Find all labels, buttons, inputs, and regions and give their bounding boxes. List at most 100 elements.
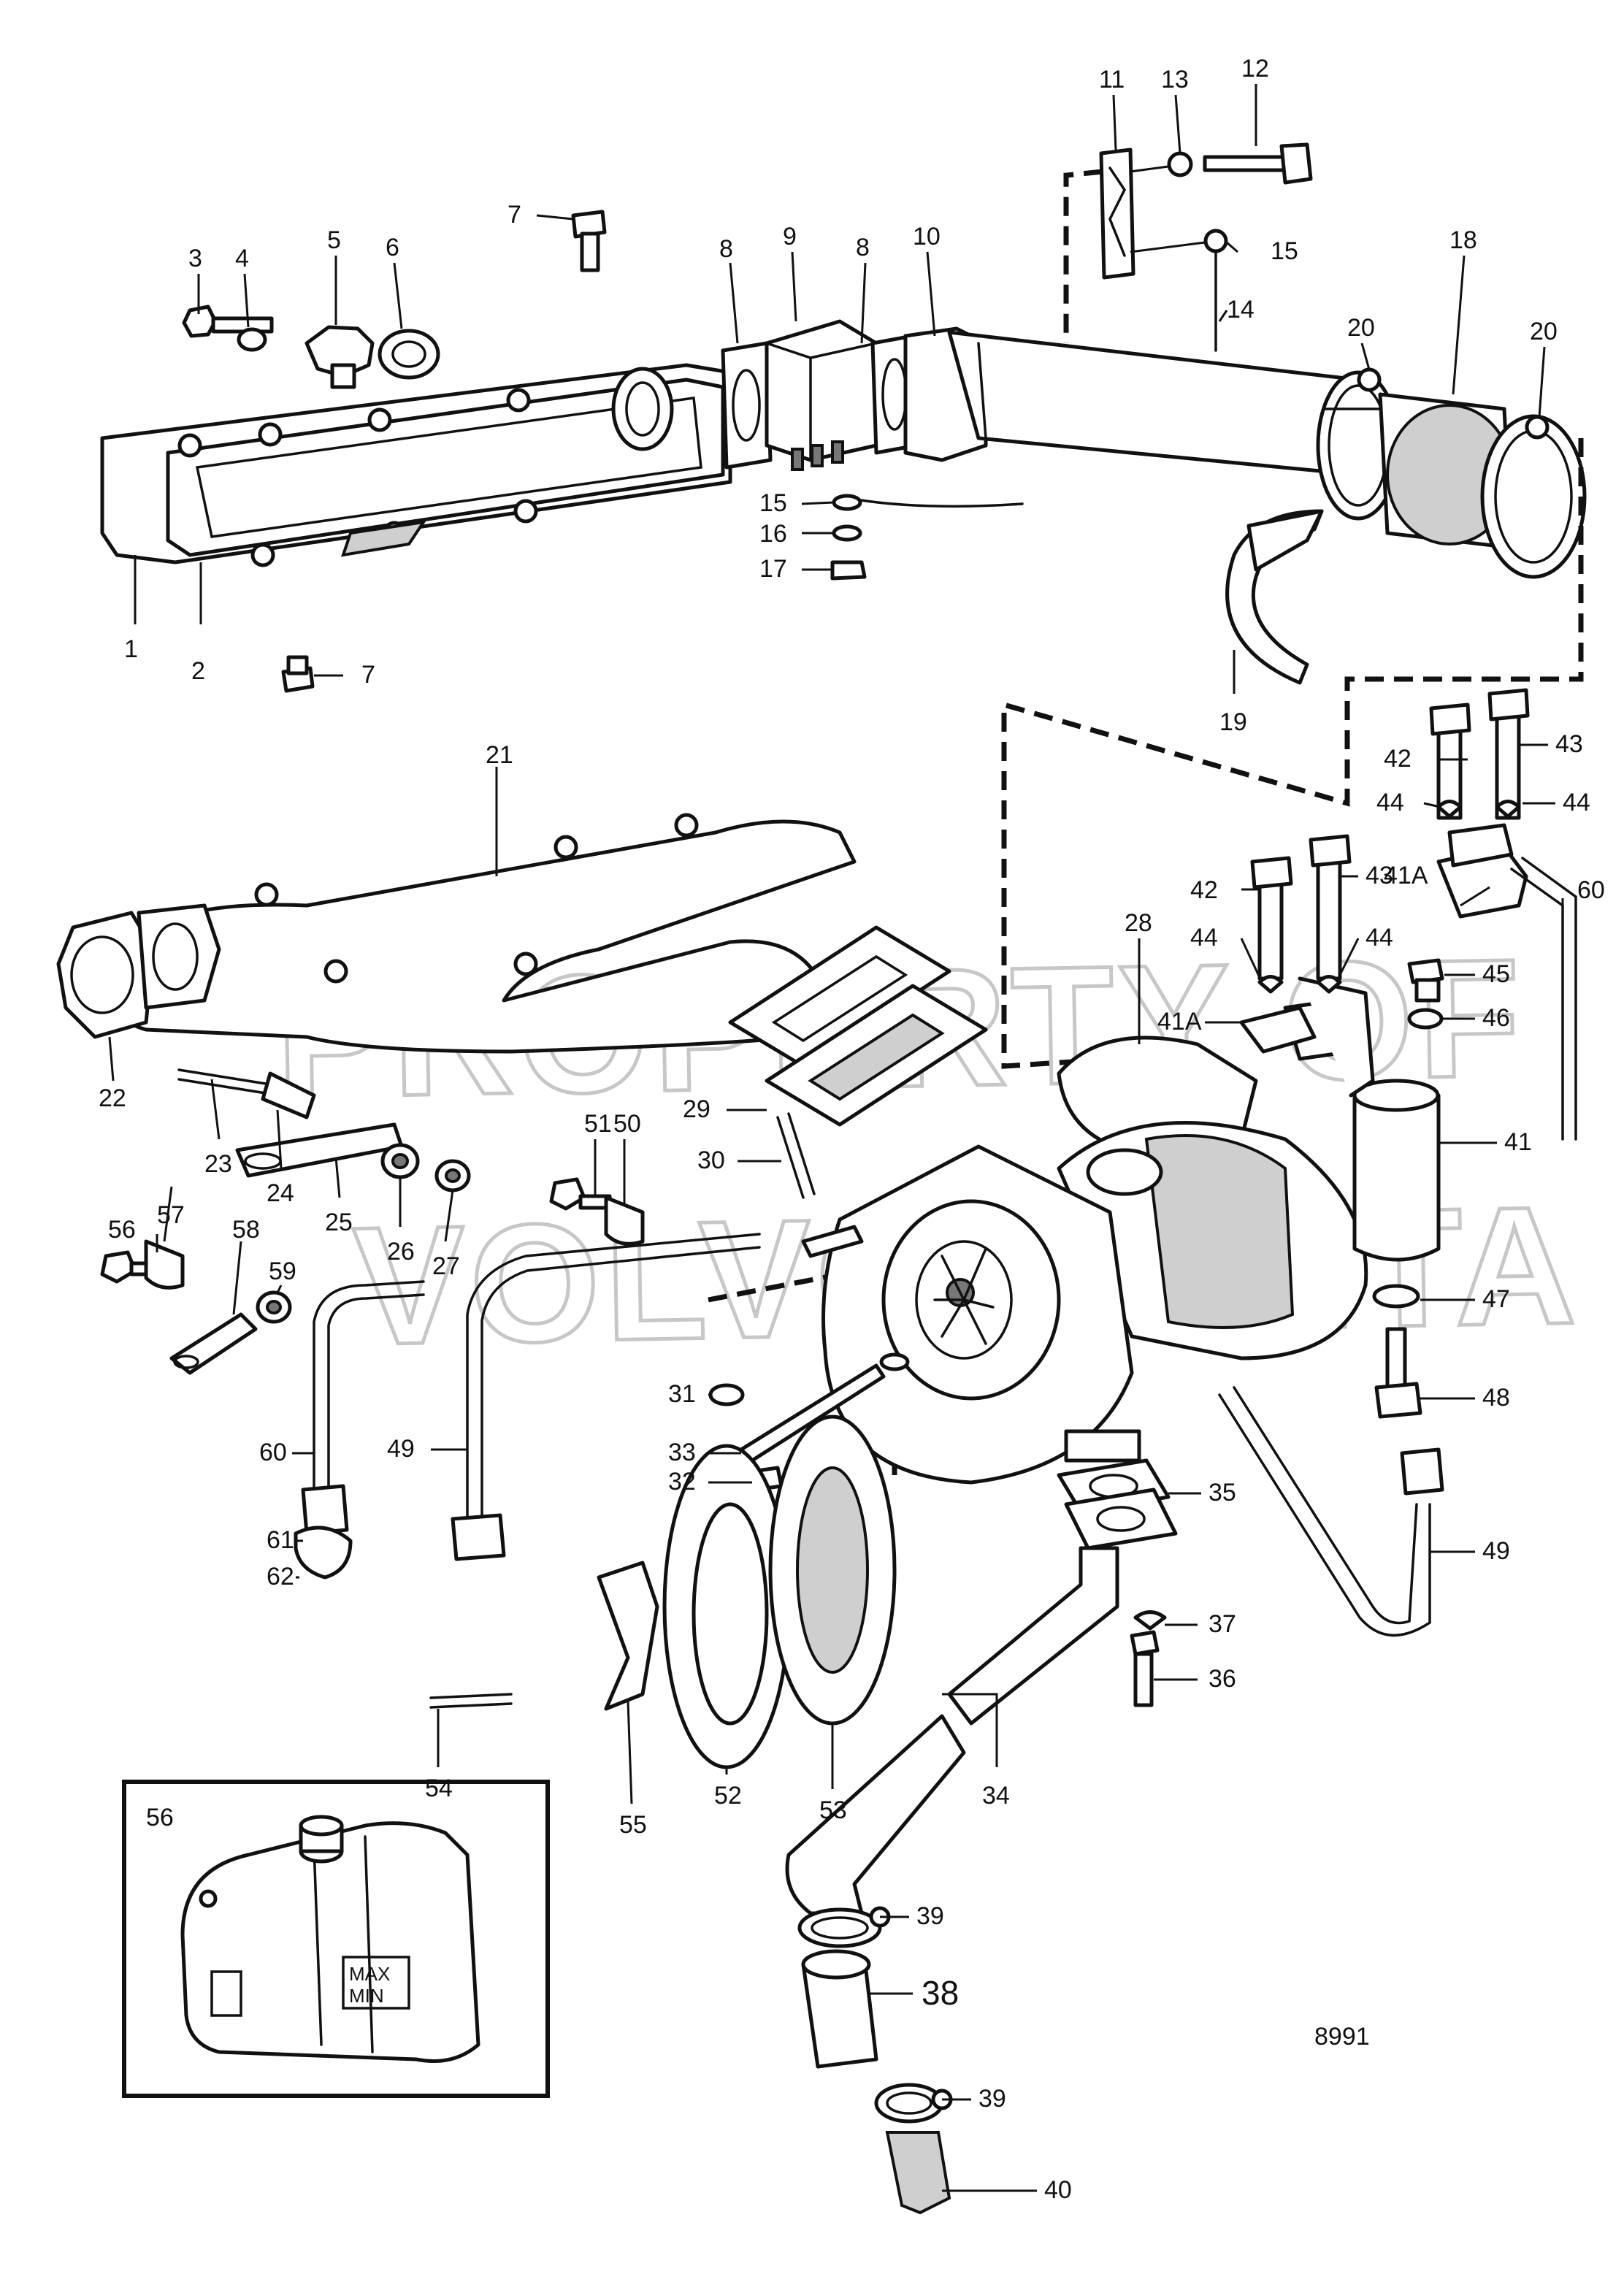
callout-60-left: 60	[259, 1439, 287, 1466]
callout-13: 13	[1161, 66, 1189, 93]
callout-50: 50	[613, 1110, 641, 1138]
screws-7	[281, 210, 607, 693]
callout-35: 35	[1209, 1479, 1236, 1507]
callout-62: 62	[267, 1563, 294, 1590]
filter-hardware	[1372, 958, 1444, 1419]
oil-filter-41	[1239, 834, 1441, 1262]
callout-60-right: 60	[1577, 876, 1605, 904]
callout-9: 9	[783, 223, 797, 250]
tank-max-label: MAX	[349, 1963, 390, 1985]
terminal-hardware	[830, 494, 867, 581]
callout-32: 32	[668, 1468, 696, 1496]
callout-19: 19	[1219, 708, 1247, 736]
exhaust-elbow-10	[903, 326, 1375, 477]
callout-61: 61	[267, 1526, 294, 1554]
callout-8-right: 8	[856, 234, 870, 261]
figure-number: 8991	[1314, 2023, 1370, 2051]
callout-51: 51	[584, 1110, 612, 1138]
stud-spacer-nuts	[177, 1068, 471, 1192]
mounting-gaskets	[429, 1414, 897, 1769]
callout-18: 18	[1449, 226, 1477, 254]
callout-7-bottom: 7	[361, 661, 375, 689]
callout-47: 47	[1482, 1285, 1510, 1313]
callout-54: 54	[425, 1775, 453, 1802]
callout-17: 17	[759, 555, 787, 583]
callout-1: 1	[124, 635, 138, 663]
callout-11: 11	[1099, 66, 1125, 93]
drain-pipe-34	[785, 1546, 1119, 1915]
callout-14: 14	[1227, 296, 1255, 324]
callout-20-right: 20	[1530, 318, 1558, 345]
flange-35-36-37	[1057, 1458, 1178, 1707]
callout-39-top: 39	[916, 1902, 944, 1930]
callout-58: 58	[232, 1216, 260, 1244]
callout-55: 55	[619, 1811, 647, 1839]
callout-57: 57	[157, 1201, 185, 1229]
callout-41: 41	[1504, 1128, 1532, 1156]
callout-41A-lower: 41A	[1157, 1008, 1202, 1035]
oil-lines-left	[294, 1233, 761, 1580]
flange-gaskets	[728, 925, 988, 1127]
callout-44-upper-left: 44	[1376, 789, 1404, 816]
callout-25: 25	[325, 1209, 353, 1236]
callout-30: 30	[697, 1146, 725, 1174]
callout-49-right: 49	[1482, 1537, 1510, 1565]
callout-4: 4	[235, 245, 249, 272]
tank-min-label: MIN	[349, 1985, 384, 2007]
callout-10: 10	[913, 223, 941, 250]
callout-41A-upper: 41A	[1384, 862, 1428, 889]
callout-15-top: 15	[1271, 237, 1298, 265]
callout-24: 24	[267, 1179, 294, 1207]
bracket-and-cable	[1099, 142, 1313, 352]
callout-49-left: 49	[387, 1435, 415, 1463]
callout-labels: 1 2 3 4 5 6 7 7 8 8 9 10 11 12 13 14 15 …	[99, 55, 1605, 2204]
callout-36: 36	[1209, 1665, 1236, 1693]
oil-line-49-right	[1218, 1386, 1444, 1637]
callout-37: 37	[1209, 1610, 1236, 1638]
callout-5: 5	[327, 226, 341, 254]
callout-33: 33	[668, 1439, 696, 1466]
callout-15-bottom: 15	[759, 489, 787, 517]
drain-hose-assembly	[797, 1906, 953, 2215]
callout-28: 28	[1125, 909, 1152, 937]
callout-43-lower: 43	[1366, 862, 1393, 889]
callout-29: 29	[683, 1095, 710, 1123]
callout-44-lower-right: 44	[1366, 924, 1393, 952]
callout-56: 56	[108, 1216, 136, 1244]
hose-and-clamps	[1316, 367, 1587, 579]
callout-21: 21	[486, 741, 513, 769]
inset-label: 56	[146, 1804, 174, 1831]
callout-42-upper: 42	[1384, 745, 1412, 773]
leader-lines	[108, 84, 1564, 2192]
plug-and-washer	[304, 325, 440, 389]
heat-shield-19	[1225, 509, 1324, 685]
callout-31: 31	[668, 1380, 696, 1408]
callout-34: 34	[982, 1782, 1010, 1810]
callout-42-lower: 42	[1190, 876, 1218, 904]
callout-38: 38	[922, 1974, 959, 2012]
upper-fitting-41A	[1429, 688, 1577, 1141]
exhaust-pipe-21	[56, 813, 857, 1054]
turbocharger-28	[801, 1035, 1368, 1485]
callout-16: 16	[759, 520, 787, 548]
callout-53: 53	[819, 1796, 847, 1824]
inset-oil-tank: 56 MAX MIN	[122, 1780, 550, 2098]
callout-39-bottom: 39	[978, 2085, 1006, 2113]
callout-6: 6	[386, 234, 399, 261]
callout-44-upper-right: 44	[1563, 789, 1590, 816]
callout-26: 26	[387, 1238, 415, 1266]
exhaust-manifold	[100, 363, 732, 567]
gaskets-and-sensor	[721, 319, 1024, 508]
callout-7-top: 7	[508, 201, 521, 229]
callout-2: 2	[191, 657, 205, 685]
callout-22: 22	[99, 1084, 126, 1112]
callout-52: 52	[714, 1782, 742, 1810]
callout-8-left: 8	[719, 235, 733, 263]
callout-20-left: 20	[1347, 314, 1375, 342]
callout-23: 23	[204, 1150, 232, 1178]
callout-3: 3	[188, 245, 202, 272]
callout-43-upper: 43	[1555, 730, 1583, 758]
stud-30	[776, 1112, 816, 1199]
